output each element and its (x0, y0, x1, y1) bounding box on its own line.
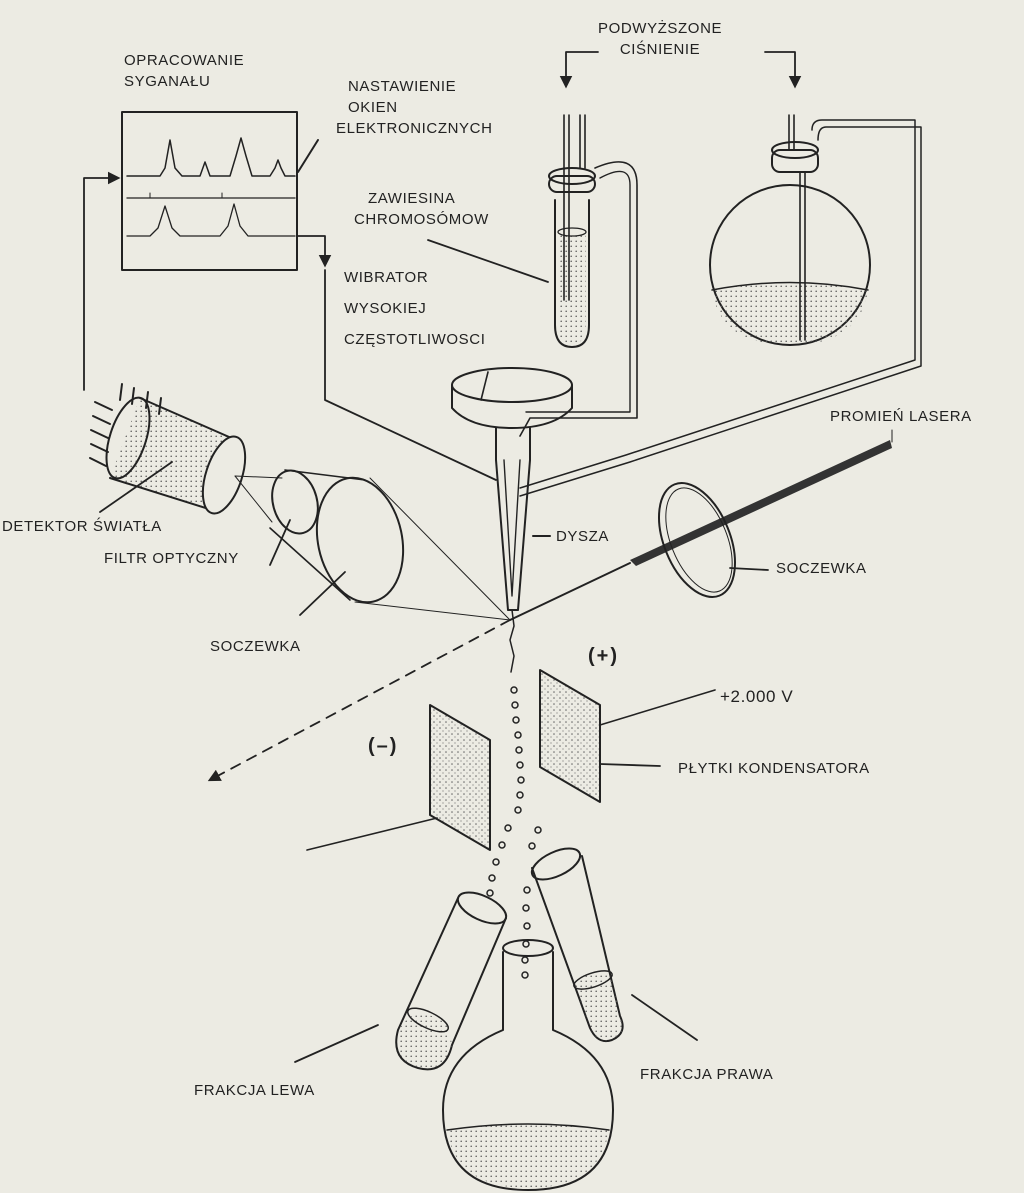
nozzle-label: DYSZA (556, 528, 610, 545)
plus-sign: (+) (588, 645, 619, 667)
left-fraction-label: FRAKCJA LEWA (194, 1082, 315, 1099)
vibrator-label: WIBRATOR WYSOKIEJ CZĘSTOTLIWOSCI (344, 269, 486, 348)
vibrator-disk (451, 367, 573, 429)
left-fraction-tube (294, 891, 508, 1071)
lens-left-label: SOCZEWKA (210, 638, 301, 655)
chromosome-suspension-label: ZAWIESINA CHROMOSÓMOW (354, 190, 489, 228)
optical-filter-label: FILTR OPTYCZNY (104, 550, 239, 567)
minus-sign: (–) (368, 735, 399, 757)
laser-beam (207, 429, 893, 782)
light-detector-label: DETEKTOR ŚWIATŁA (2, 518, 162, 535)
optical-filter (269, 469, 366, 601)
capacitor-plates (306, 669, 716, 851)
capacitor-plates-label: PŁYTKI KONDENSATORA (678, 760, 870, 777)
chromosome-tube (548, 114, 596, 348)
buffer-flask (519, 114, 922, 497)
light-detector (89, 383, 247, 515)
droplet-stream (486, 609, 542, 979)
waste-flask (442, 939, 614, 1191)
right-fraction-tube (530, 847, 698, 1043)
voltage-label: +2.000 V (720, 687, 794, 706)
right-fraction-label: FRAKCJA PRAWA (640, 1066, 774, 1083)
pressure-label: PODWYŻSZONE CIŚNIENIE (598, 20, 723, 58)
lens-left (299, 476, 511, 621)
electronic-windows-label: NASTAWIENIE OKIEN ELEKTRONICZNYCH (336, 78, 493, 137)
laser-beam-label: PROMIEŃ LASERA (830, 408, 972, 425)
lens-right (658, 482, 769, 598)
signal-monitor (121, 111, 298, 271)
lens-right-label: SOCZEWKA (776, 560, 867, 577)
signal-processing-label: OPRACOWANIE SYGANAŁU (124, 52, 245, 90)
nozzle (495, 427, 551, 611)
